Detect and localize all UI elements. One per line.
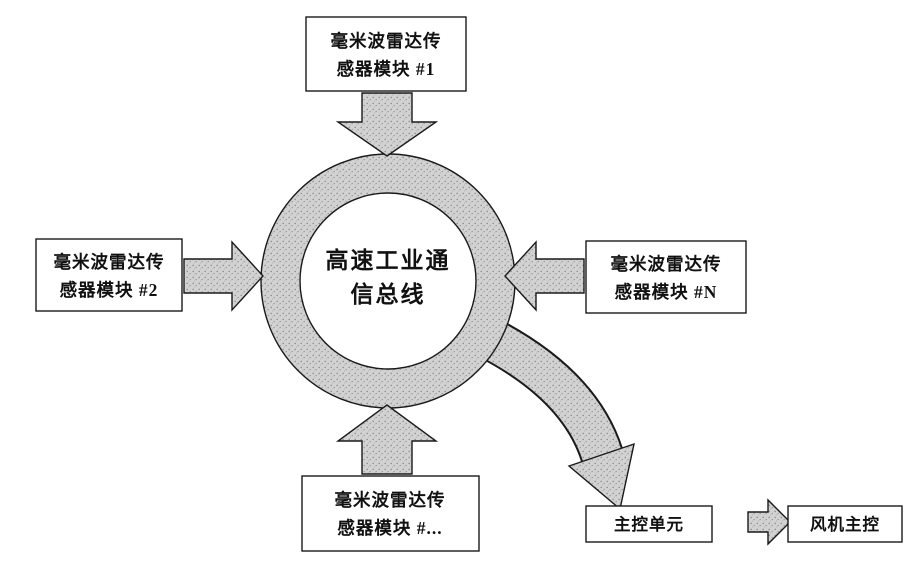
module-top-label-line2: 感器模块 #1: [337, 59, 436, 79]
bottom-module-arrow-icon: [335, 404, 439, 475]
module-left-label-line1: 毫米波雷达传: [54, 252, 165, 272]
main-to-fan-arrow-icon: [747, 498, 791, 546]
module-box-bottom-rect: [301, 475, 480, 552]
module-box-right-rect: [585, 240, 747, 314]
bus-label-line2: 信总线: [351, 281, 426, 307]
main-control-unit-label: 主控单元: [614, 514, 684, 534]
bus-label-line1: 高速工业通: [326, 247, 451, 273]
module-right-label-line1: 毫米波雷达传: [611, 254, 722, 274]
module-right-label-line2: 感器模块 #N: [615, 282, 718, 302]
module-bottom-label-line1: 毫米波雷达传: [335, 490, 446, 510]
bus-ring-inner: [299, 192, 477, 370]
right-module-arrow-icon: [504, 240, 585, 312]
module-box-bottom: 毫米波雷达传 感器模块 #...: [301, 475, 480, 552]
module-box-left-rect: [35, 238, 183, 312]
top-module-arrow-icon: [335, 92, 439, 157]
module-box-top: 毫米波雷达传 感器模块 #1: [305, 16, 467, 92]
main-control-unit-box: 主控单元: [585, 505, 713, 543]
fan-main-control-rect: [787, 505, 903, 543]
fan-main-control-box: 风机主控: [787, 505, 903, 543]
module-box-right: 毫米波雷达传 感器模块 #N: [585, 240, 747, 314]
fan-main-control-label: 风机主控: [810, 514, 880, 534]
module-left-label-line2: 感器模块 #2: [60, 280, 159, 300]
module-box-left: 毫米波雷达传 感器模块 #2: [35, 238, 183, 312]
left-module-arrow-icon: [183, 240, 264, 312]
main-control-unit-rect: [585, 505, 713, 543]
module-box-top-rect: [305, 16, 467, 92]
module-top-label-line1: 毫米波雷达传: [331, 31, 442, 51]
module-bottom-label-line2: 感器模块 #...: [337, 518, 442, 538]
bus-to-main-control-arrowhead-icon: [567, 442, 635, 511]
